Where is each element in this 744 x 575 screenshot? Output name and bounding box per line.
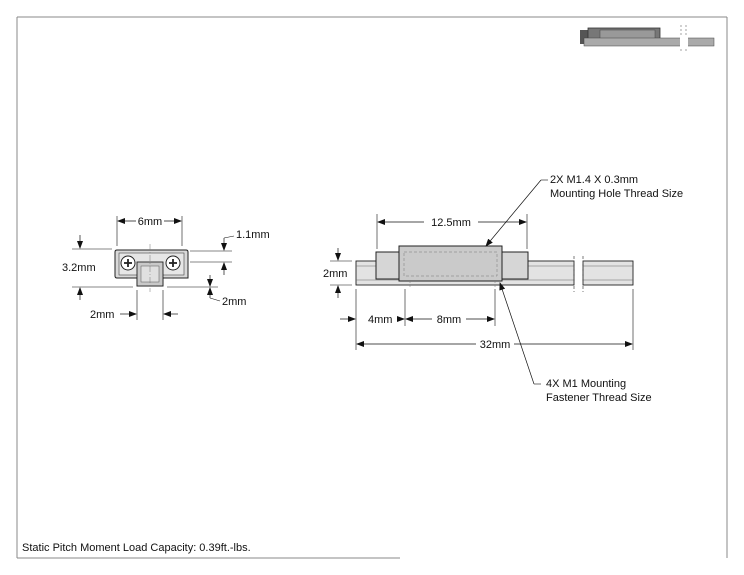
linear-rail-thumbnail (580, 25, 715, 52)
note-fastener-line2: Fastener Thread Size (546, 392, 652, 404)
dim-end-offset: 4mm (368, 314, 392, 326)
dim-rail-height: 2mm (222, 296, 246, 308)
mounting-hole-note: 2X M1.4 X 0.3mm Mounting Hole Thread Siz… (485, 174, 683, 247)
dim-carriage-length: 12.5mm (431, 217, 471, 229)
dim-end-width: 6mm (138, 216, 162, 228)
sheet-border (16, 16, 728, 559)
note-mounting-hole-line2: Mounting Hole Thread Size (550, 188, 683, 200)
screw-head-right-icon (165, 255, 181, 271)
side-view-dimensions: 12.5mm 2mm 4mm 8mm 32mm (323, 214, 634, 351)
screw-head-left-icon (120, 255, 136, 271)
end-view (114, 244, 189, 292)
load-capacity-footer: Static Pitch Moment Load Capacity: 0.39f… (22, 542, 251, 554)
dim-end-top-offset: 1.1mm (236, 229, 270, 241)
dim-rail-length: 32mm (480, 339, 511, 351)
dim-end-height: 3.2mm (62, 262, 96, 274)
dim-hole-spacing: 8mm (437, 314, 461, 326)
note-fastener-line1: 4X M1 Mounting (546, 378, 626, 390)
note-mounting-hole-line1: 2X M1.4 X 0.3mm (550, 174, 638, 186)
dim-rail-width: 2mm (90, 309, 114, 321)
side-view (355, 245, 634, 292)
dim-side-height: 2mm (323, 268, 347, 280)
end-view-dimensions: 6mm 3.2mm 1.1mm 2mm 2mm (62, 216, 270, 321)
fastener-note: 4X M1 Mounting Fastener Thread Size (499, 282, 652, 404)
